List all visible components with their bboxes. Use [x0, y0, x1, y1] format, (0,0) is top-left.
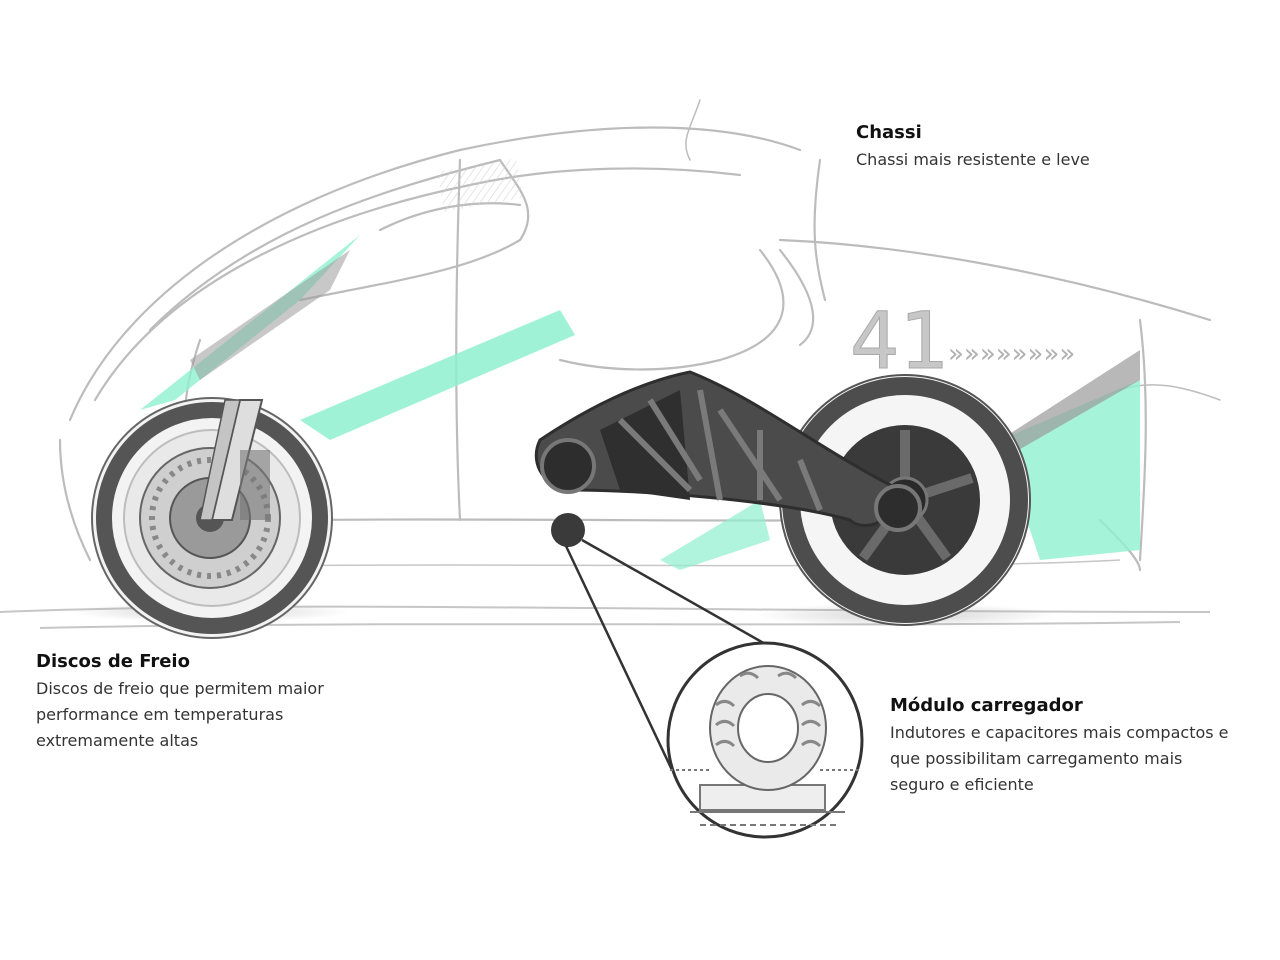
callout-brake-discs-line: Discos de freio que permitem maior	[36, 679, 324, 698]
race-number: 41	[850, 297, 949, 387]
callout-charger-module-line: que possibilitam carregamento mais	[890, 749, 1183, 768]
callout-charger-module-description: Indutores e capacitores mais compactos e…	[890, 720, 1229, 798]
callout-brake-discs: Discos de Freio Discos de freio que perm…	[36, 651, 324, 754]
callout-charger-module-title: Módulo carregador	[890, 695, 1083, 716]
callout-charger-module-line: seguro e eficiente	[890, 775, 1034, 794]
speed-chevrons: »»»»»»»»	[948, 339, 1075, 369]
callout-chassi-line: Chassi mais resistente e leve	[856, 150, 1090, 169]
callout-brake-discs-title: Discos de Freio	[36, 651, 190, 672]
callout-brake-discs-line: extremamente altas	[36, 731, 199, 750]
callout-brake-discs-description: Discos de freio que permitem maior perfo…	[36, 676, 324, 754]
charger-location-dot	[551, 513, 585, 547]
chassis-swingarm	[534, 370, 922, 532]
callout-brake-discs-line: performance em temperaturas	[36, 705, 284, 724]
callout-charger-module-line: Indutores e capacitores mais compactos e	[890, 723, 1229, 742]
leader-lines	[564, 538, 791, 771]
front-wheel	[70, 397, 350, 639]
callout-charger-module: Módulo carregador Indutores e capacitore…	[890, 695, 1229, 798]
callout-chassi-title: Chassi	[856, 122, 922, 143]
inductor-coil	[709, 665, 827, 791]
callout-chassi-description: Chassi mais resistente e leve	[856, 147, 1090, 173]
charger-module-inset	[666, 641, 864, 839]
accent-stripes	[140, 235, 1140, 570]
seat-hatching	[437, 158, 523, 212]
callout-chassi: Chassi Chassi mais resistente e leve	[856, 122, 1090, 173]
